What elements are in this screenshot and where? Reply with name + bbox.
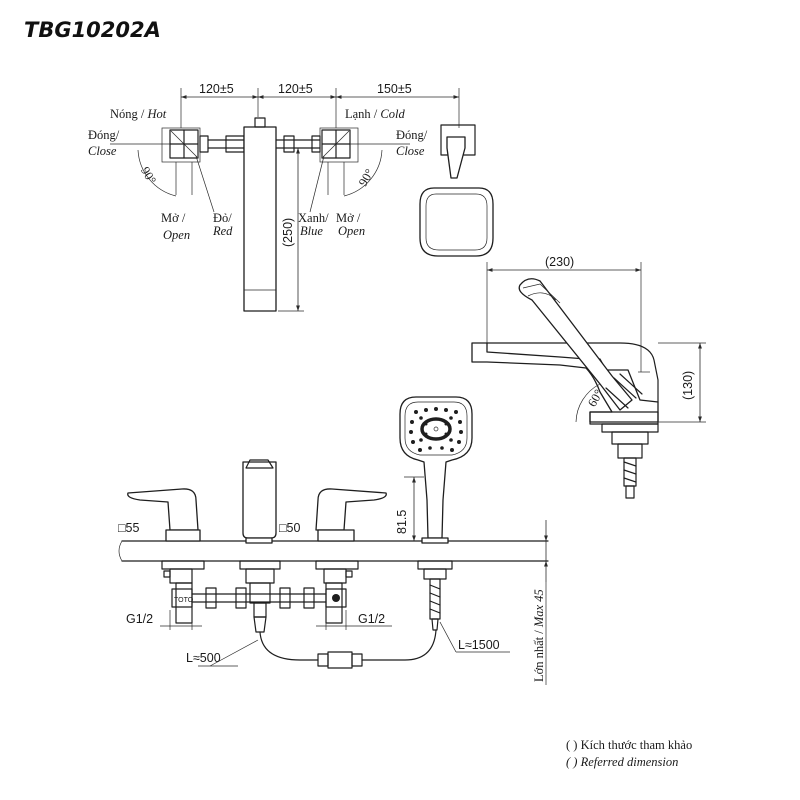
dim-130: (130) <box>681 371 695 400</box>
hot-valve-mark: TOTO <box>174 597 194 604</box>
hot-close-en: Close <box>88 144 117 158</box>
hot-angle: 90° <box>138 164 159 186</box>
cold-close-en: Close <box>396 144 425 158</box>
hot-close-vi: Đóng/ <box>88 128 120 142</box>
dim-250: (250) <box>281 218 295 247</box>
deck <box>118 540 549 562</box>
dim-230: (230) <box>545 255 574 269</box>
spout-top <box>243 117 277 312</box>
dim-sq50: □50 <box>279 521 301 535</box>
hose-500: L≈500 <box>186 651 221 665</box>
front-pipes <box>191 587 327 609</box>
cold-handle-front <box>315 488 387 624</box>
legend: ( ) Kích thước tham khảo ( ) Referred di… <box>566 738 692 769</box>
spray-nozzles <box>409 407 463 452</box>
handshower-side <box>518 278 643 411</box>
cold-angle: 90° <box>356 167 377 189</box>
side-fitting <box>601 423 659 499</box>
hose-1500: L≈1500 <box>458 638 500 652</box>
handshower-front <box>399 396 473 631</box>
dim-120-left: 120±5 <box>199 82 234 96</box>
hot-handle-front: TOTO <box>127 488 205 624</box>
handshower-top <box>419 124 494 257</box>
cold-label: Lạnh / Cold <box>345 107 405 121</box>
legend-en: ( ) Referred dimension <box>566 755 678 769</box>
dim-sq55: □55 <box>118 521 140 535</box>
model-title: TBG10202A <box>24 18 161 42</box>
top-view: 120±5 120±5 150±5 Nóng / Hot Lạnh / Cold… <box>88 82 494 312</box>
cold-open-en: Open <box>338 224 365 238</box>
spout-front <box>239 459 281 633</box>
hot-open-vi: Mở / <box>161 211 186 225</box>
hot-handle-top <box>110 127 201 197</box>
hot-red-vi: Đỏ/ <box>213 211 232 225</box>
dim-81-5: 81.5 <box>395 510 409 534</box>
cold-close-vi: Đóng/ <box>396 128 428 142</box>
top-dimension-chain <box>180 88 460 128</box>
top-pipes <box>199 135 321 153</box>
hot-label: Nóng / Hot <box>110 107 167 121</box>
cold-blue-en: Blue <box>300 224 323 238</box>
legend-vi: ( ) Kích thước tham khảo <box>566 738 692 752</box>
spout-hose <box>259 629 437 669</box>
dim-150: 150±5 <box>377 82 412 96</box>
max-thickness: Lớn nhất / Max 45 <box>532 589 546 682</box>
front-view: TOTO □55 □50 <box>118 396 549 685</box>
hot-open-en: Open <box>163 228 190 242</box>
cold-handle-top <box>319 127 410 197</box>
cold-open-vi: Mở / <box>336 211 361 225</box>
dim-120-right: 120±5 <box>278 82 313 96</box>
side-view: (230) 60° (130) <box>471 255 706 499</box>
g12-left: G1/2 <box>126 612 153 626</box>
hot-red-en: Red <box>212 224 233 238</box>
cold-blue-vi: Xanh/ <box>298 211 329 225</box>
g12-right: G1/2 <box>358 612 385 626</box>
